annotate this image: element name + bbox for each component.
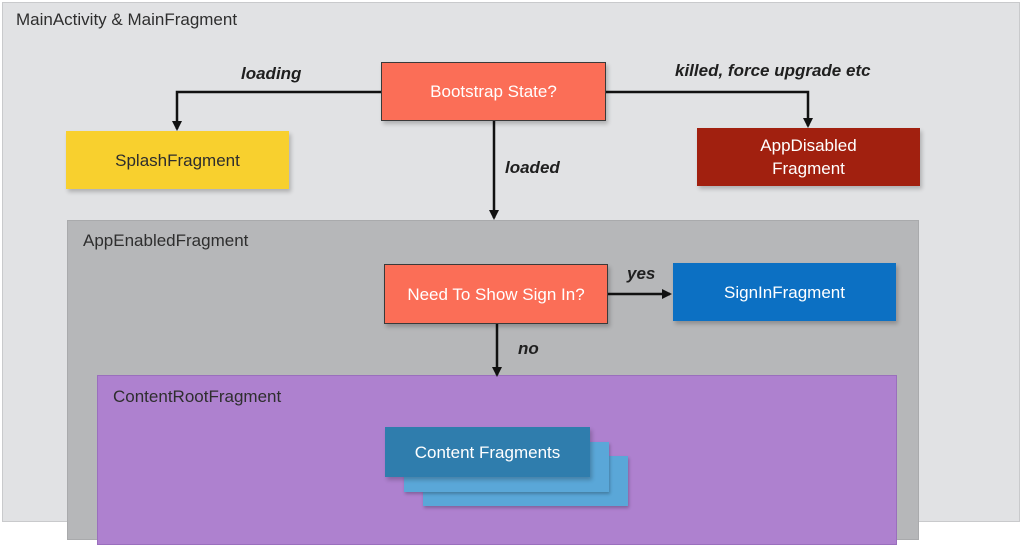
splash-fragment-box: SplashFragment bbox=[66, 131, 289, 189]
edge-label-killed: killed, force upgrade etc bbox=[675, 61, 871, 80]
sign-in-fragment-box: SignInFragment bbox=[673, 263, 896, 321]
app-enabled-fragment-label: AppEnabledFragment bbox=[83, 231, 249, 250]
arrow-loading bbox=[172, 90, 382, 131]
app-disabled-fragment-box: AppDisabled Fragment bbox=[697, 128, 920, 186]
content-root-fragment-label: ContentRootFragment bbox=[113, 387, 282, 406]
edge-label-no: no bbox=[518, 339, 539, 358]
bootstrap-state-decision: Bootstrap State? bbox=[381, 62, 606, 121]
arrow-killed bbox=[606, 90, 813, 128]
edge-label-loading: loading bbox=[241, 64, 302, 83]
edge-label-loaded: loaded bbox=[505, 158, 560, 177]
content-fragments-box: Content Fragments bbox=[385, 427, 590, 477]
edge-label-yes: yes bbox=[627, 264, 656, 283]
need-sign-in-decision: Need To Show Sign In? bbox=[384, 264, 608, 324]
main-activity-label: MainActivity & MainFragment bbox=[16, 10, 238, 29]
connector-arrows bbox=[172, 90, 813, 377]
